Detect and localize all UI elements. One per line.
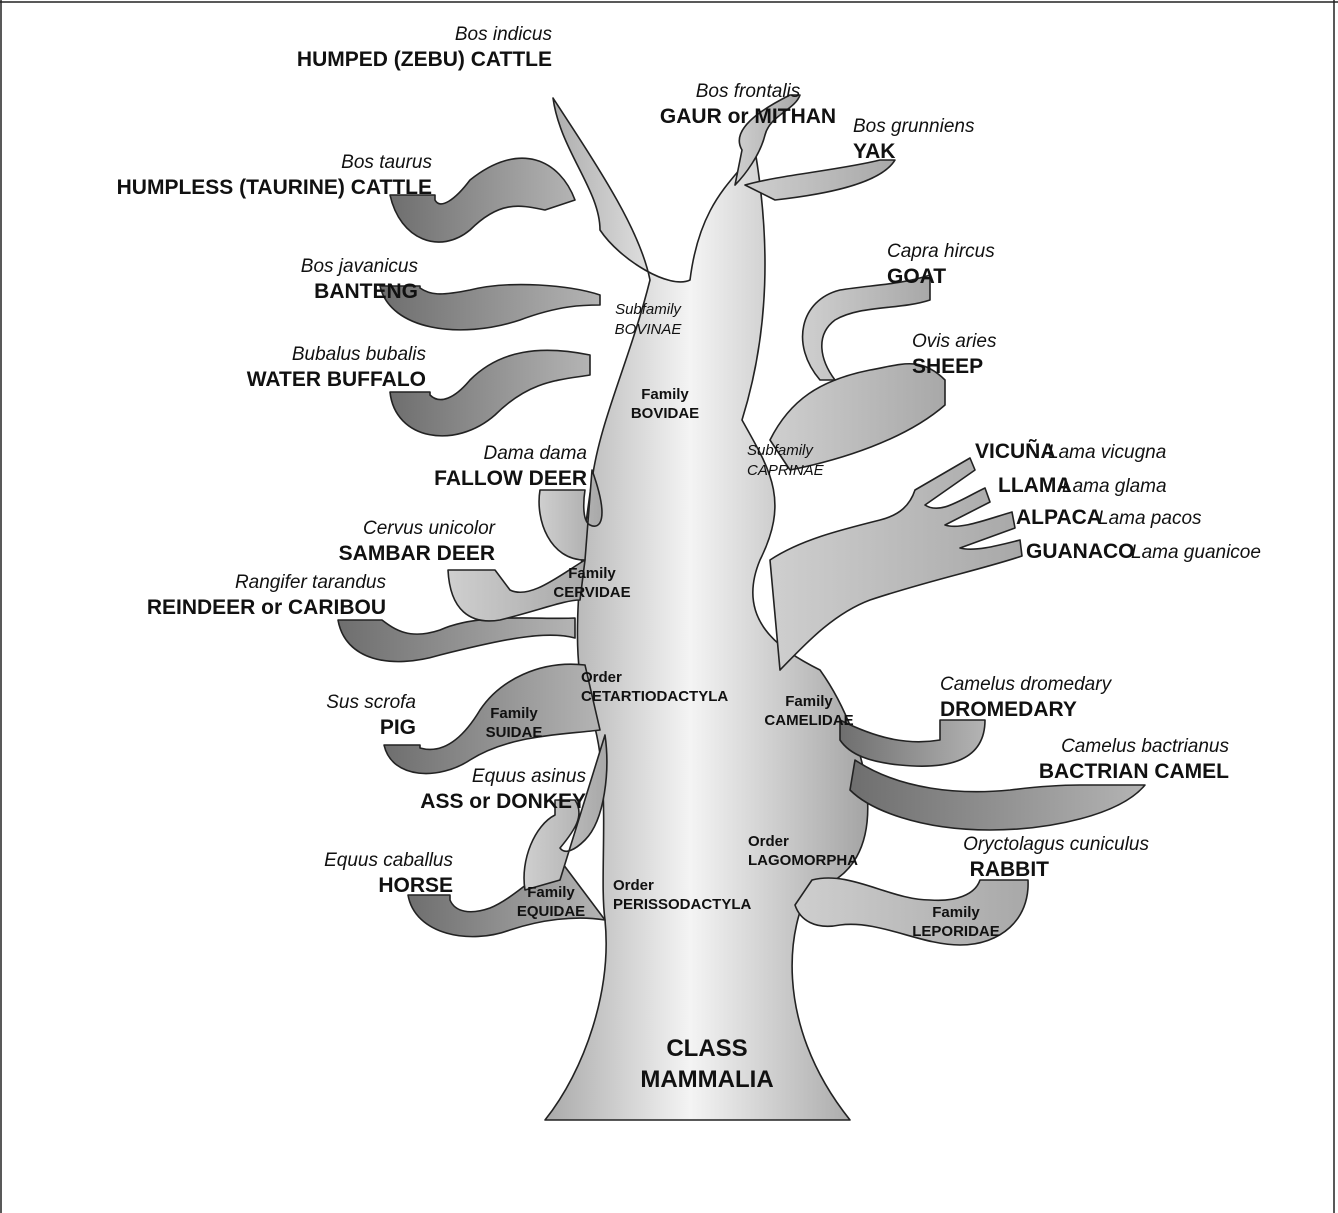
svg-text:Subfamily: Subfamily <box>747 442 814 459</box>
bactrian-scientific: Camelus bactrianus <box>1061 736 1229 757</box>
yak-common: YAK <box>853 140 895 163</box>
svg-text:EQUIDAE: EQUIDAE <box>517 903 585 920</box>
label-llama: LLAMA Lama glama <box>998 474 1167 497</box>
svg-text:Family: Family <box>785 693 833 710</box>
svg-text:Order: Order <box>748 833 789 850</box>
reindeer-common: REINDEER or CARIBOU <box>147 596 386 619</box>
svg-text:CAPRINAE: CAPRINAE <box>747 462 825 479</box>
svg-text:Family: Family <box>568 565 616 582</box>
rabbit-scientific: Oryctolagus cuniculus <box>963 834 1149 855</box>
label-banteng: Bos javanicus BANTENG <box>301 256 419 303</box>
branch-yak <box>745 160 895 200</box>
svg-text:Family: Family <box>641 386 689 403</box>
llama-scientific: Lama glama <box>1062 476 1167 497</box>
fallow-deer-common: FALLOW DEER <box>434 467 587 490</box>
alpaca-common: ALPACA <box>1016 506 1102 529</box>
zebu-scientific: Bos indicus <box>455 24 553 45</box>
svg-text:PERISSODACTYLA: PERISSODACTYLA <box>613 896 752 913</box>
goat-common: GOAT <box>887 265 946 288</box>
svg-text:Family: Family <box>490 705 538 722</box>
taurine-scientific: Bos taurus <box>341 152 432 173</box>
branch-reindeer <box>338 618 575 662</box>
alpaca-scientific: Lama pacos <box>1098 508 1202 529</box>
guanaco-common: GUANACO <box>1026 540 1135 563</box>
svg-text:MAMMALIA: MAMMALIA <box>640 1066 773 1093</box>
goat-scientific: Capra hircus <box>887 241 995 262</box>
label-zebu: Bos indicus HUMPED (ZEBU) CATTLE <box>297 24 553 71</box>
taurine-common: HUMPLESS (TAURINE) CATTLE <box>117 176 432 199</box>
svg-text:Order: Order <box>581 669 622 686</box>
sambar-deer-common: SAMBAR DEER <box>339 542 495 565</box>
svg-text:CLASS: CLASS <box>666 1035 747 1062</box>
gaur-scientific: Bos frontalis <box>696 81 801 102</box>
dromedary-scientific: Camelus dromedary <box>940 674 1113 695</box>
guanaco-scientific: Lama guanicoe <box>1131 542 1261 563</box>
label-fallow-deer: Dama dama FALLOW DEER <box>434 443 587 490</box>
svg-text:LAGOMORPHA: LAGOMORPHA <box>748 852 858 869</box>
label-dromedary: Camelus dromedary DROMEDARY <box>940 674 1113 721</box>
label-gaur: Bos frontalis GAUR or MITHAN <box>660 81 836 128</box>
pig-scientific: Sus scrofa <box>326 692 416 713</box>
water-buffalo-common: WATER BUFFALO <box>247 368 426 391</box>
label-rabbit: Oryctolagus cuniculus RABBIT <box>963 834 1149 881</box>
svg-text:BOVINAE: BOVINAE <box>615 321 683 338</box>
label-sambar-deer: Cervus unicolor SAMBAR DEER <box>339 518 496 565</box>
svg-text:Subfamily: Subfamily <box>615 301 682 318</box>
svg-text:LEPORIDAE: LEPORIDAE <box>912 923 1000 940</box>
label-guanaco: GUANACO Lama guanicoe <box>1026 540 1261 563</box>
label-vicuna: VICUÑA Lama vicugna <box>975 440 1166 463</box>
pig-common: PIG <box>380 716 416 739</box>
reindeer-scientific: Rangifer tarandus <box>235 572 387 593</box>
sheep-scientific: Ovis aries <box>912 331 997 352</box>
gaur-common: GAUR or MITHAN <box>660 105 836 128</box>
label-yak: Bos grunniens YAK <box>853 116 975 163</box>
horse-scientific: Equus caballus <box>324 850 453 871</box>
label-sheep: Ovis aries SHEEP <box>912 331 997 378</box>
banteng-scientific: Bos javanicus <box>301 256 419 277</box>
rabbit-common: RABBIT <box>970 858 1049 881</box>
svg-text:Order: Order <box>613 877 654 894</box>
vicuna-common: VICUÑA <box>975 440 1056 463</box>
vicuna-scientific: Lama vicugna <box>1048 442 1166 463</box>
label-goat: Capra hircus GOAT <box>887 241 995 288</box>
water-buffalo-scientific: Bubalus bubalis <box>292 344 427 365</box>
bactrian-common: BACTRIAN CAMEL <box>1039 760 1229 783</box>
dromedary-common: DROMEDARY <box>940 698 1077 721</box>
zebu-common: HUMPED (ZEBU) CATTLE <box>297 48 552 71</box>
label-water-buffalo: Bubalus bubalis WATER BUFFALO <box>247 344 427 391</box>
sambar-deer-scientific: Cervus unicolor <box>363 518 496 539</box>
branch-camelidae <box>770 458 1022 670</box>
label-horse: Equus caballus HORSE <box>324 850 453 897</box>
horse-common: HORSE <box>378 874 453 897</box>
fallow-deer-scientific: Dama dama <box>484 443 588 464</box>
branch-horse <box>408 860 605 937</box>
label-donkey: Equus asinus ASS or DONKEY <box>420 766 586 813</box>
label-bactrian: Camelus bactrianus BACTRIAN CAMEL <box>1039 736 1230 783</box>
label-alpaca: ALPACA Lama pacos <box>1016 506 1202 529</box>
svg-text:CERVIDAE: CERVIDAE <box>553 584 630 601</box>
svg-text:Family: Family <box>932 904 980 921</box>
svg-text:SUIDAE: SUIDAE <box>486 724 543 741</box>
label-taurine: Bos taurus HUMPLESS (TAURINE) CATTLE <box>117 152 433 199</box>
label-reindeer: Rangifer tarandus REINDEER or CARIBOU <box>147 572 387 619</box>
donkey-common: ASS or DONKEY <box>420 790 586 813</box>
banteng-common: BANTENG <box>314 280 418 303</box>
svg-text:Family: Family <box>527 884 575 901</box>
label-pig: Sus scrofa PIG <box>326 692 416 739</box>
donkey-scientific: Equus asinus <box>472 766 587 787</box>
sheep-common: SHEEP <box>912 355 983 378</box>
yak-scientific: Bos grunniens <box>853 116 975 137</box>
llama-common: LLAMA <box>998 474 1071 497</box>
svg-text:BOVIDAE: BOVIDAE <box>631 405 699 422</box>
svg-text:CETARTIODACTYLA: CETARTIODACTYLA <box>581 688 728 705</box>
svg-text:CAMELIDAE: CAMELIDAE <box>764 712 853 729</box>
